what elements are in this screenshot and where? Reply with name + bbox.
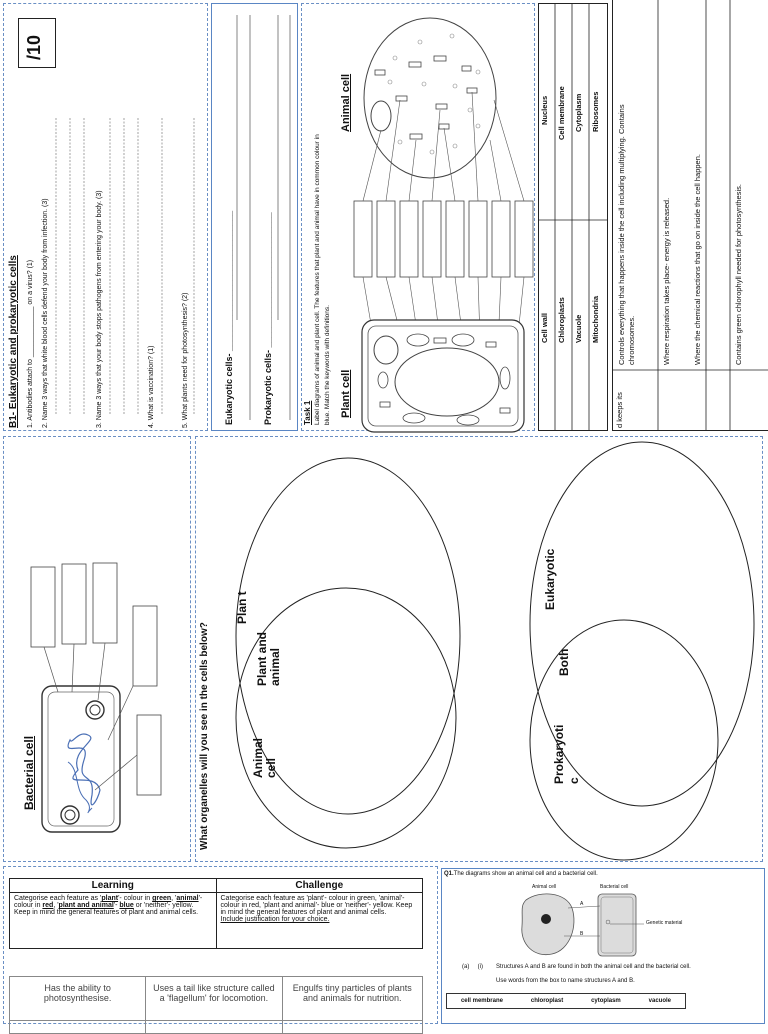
exam-word-box: cell membrane chloroplast cytoplasm vacu… (446, 993, 686, 1009)
exam-label-b: B (580, 931, 584, 937)
exam-use-words: Use words from the box to name structure… (496, 978, 635, 984)
venn-animal-circle (235, 587, 457, 849)
exam-genetic-label: Genetic material (646, 920, 683, 926)
learning-instructions: Categorise each feature as 'plant'- colo… (9, 892, 217, 949)
exam-bacterial-cell-label: Bacterial cell (600, 884, 629, 890)
exam-part-number: (a) (i) (462, 964, 483, 970)
worksheet-panel (3, 3, 208, 431)
exam-part-text: Structures A and B are found in both the… (496, 964, 691, 970)
learning-table: Learning Challenge Categorise each featu… (9, 878, 423, 949)
score-box (18, 18, 56, 68)
word-cell-membrane: cell membrane (460, 998, 503, 1004)
bacterial-panel (3, 436, 191, 862)
venn-plant-circle (235, 457, 461, 815)
exam-question: Q1.The diagrams show an animal cell and … (444, 871, 598, 877)
feature-flagellum: Uses a tail like structure called a 'fla… (145, 976, 283, 1021)
word-cytoplasm: cytoplasm (591, 998, 621, 1004)
challenge-instructions: Categorise each feature as 'plant'- colo… (215, 892, 423, 949)
definitions-table (612, 0, 768, 431)
exam-animal-cell-label: Animal cell (532, 884, 557, 890)
venn-panel (195, 436, 763, 862)
word-chloroplast: chloroplast (530, 998, 564, 1004)
venn-prokaryotic-circle (529, 619, 719, 861)
word-vacuole: vacuole (648, 998, 672, 1004)
cells-definition-box (211, 3, 298, 431)
keyword-table (538, 3, 608, 431)
venn-eukaryotic-circle (529, 441, 755, 807)
exam-label-a: A (580, 901, 584, 907)
